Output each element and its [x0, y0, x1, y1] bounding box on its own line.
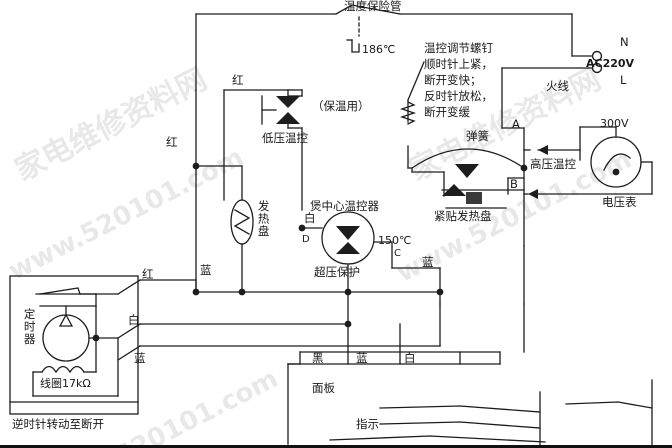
wire-label-red-mid: 红: [166, 135, 178, 149]
voltmeter-range-label: 300V: [600, 117, 629, 130]
spring-label: 弹簧: [466, 129, 489, 143]
timer-coil-label: 线圏17kΩ: [40, 377, 91, 390]
high-pressure-thermostat-label: 高压温控: [530, 157, 576, 171]
over-pressure-protect-label: 超压保护: [314, 265, 360, 279]
heating-plate-label: 发热盘: [256, 200, 271, 238]
terminal-d-label: D: [302, 234, 310, 245]
terminal-c-label: C: [394, 248, 401, 259]
terminal-a-label: A: [512, 117, 520, 131]
wire-label-blue-bottom: 蓝: [356, 351, 368, 365]
center-thermostat-temp: 150℃: [378, 234, 412, 247]
wire-label-black-bottom: 黑: [312, 351, 324, 365]
terminal-n-label: N: [620, 35, 629, 49]
mains-voltage-label: AC220V: [586, 57, 635, 70]
wire-label-red-top: 红: [232, 73, 244, 87]
wire-label-red-low: 红: [142, 267, 154, 281]
thermal-fuse-temp: 186℃: [362, 43, 396, 56]
center-thermostat-label: 煲中心温控器: [310, 199, 379, 213]
wire-label-blue-mid: 蓝: [200, 263, 212, 277]
wire-label-white-bottom: 白: [404, 351, 416, 365]
terminal-b-label: B: [510, 177, 518, 191]
tight-to-plate-label: 紧贴发热盘: [434, 209, 492, 223]
timer-name-label: 定时器: [22, 308, 37, 346]
terminal-l-label: L: [620, 73, 627, 87]
voltmeter-label: 电压表: [602, 195, 637, 209]
wire-label-white-timer: 白: [128, 313, 140, 327]
timer-note-label: 逆时针转动至断开: [12, 417, 104, 431]
wire-label-blue-timer: 蓝: [134, 351, 146, 365]
wire-label-white-d: 白: [304, 211, 316, 225]
live-wire-label: 火线: [546, 79, 569, 93]
thermal-fuse-label: 温度保险管: [344, 0, 402, 13]
wire-label-blue-c: 蓝: [422, 255, 434, 269]
low-pressure-thermostat-label: 低压温控: [262, 131, 308, 145]
bottom-border: [0, 445, 672, 448]
indicator-label: 指示: [356, 417, 379, 431]
adjust-screw-note: 温控调节螺钉 顺时针上紧， 断开变快； 反时针放松， 断开变缓: [424, 41, 493, 119]
keep-warm-note: （保温用）: [312, 99, 370, 113]
panel-label: 面板: [312, 381, 335, 395]
